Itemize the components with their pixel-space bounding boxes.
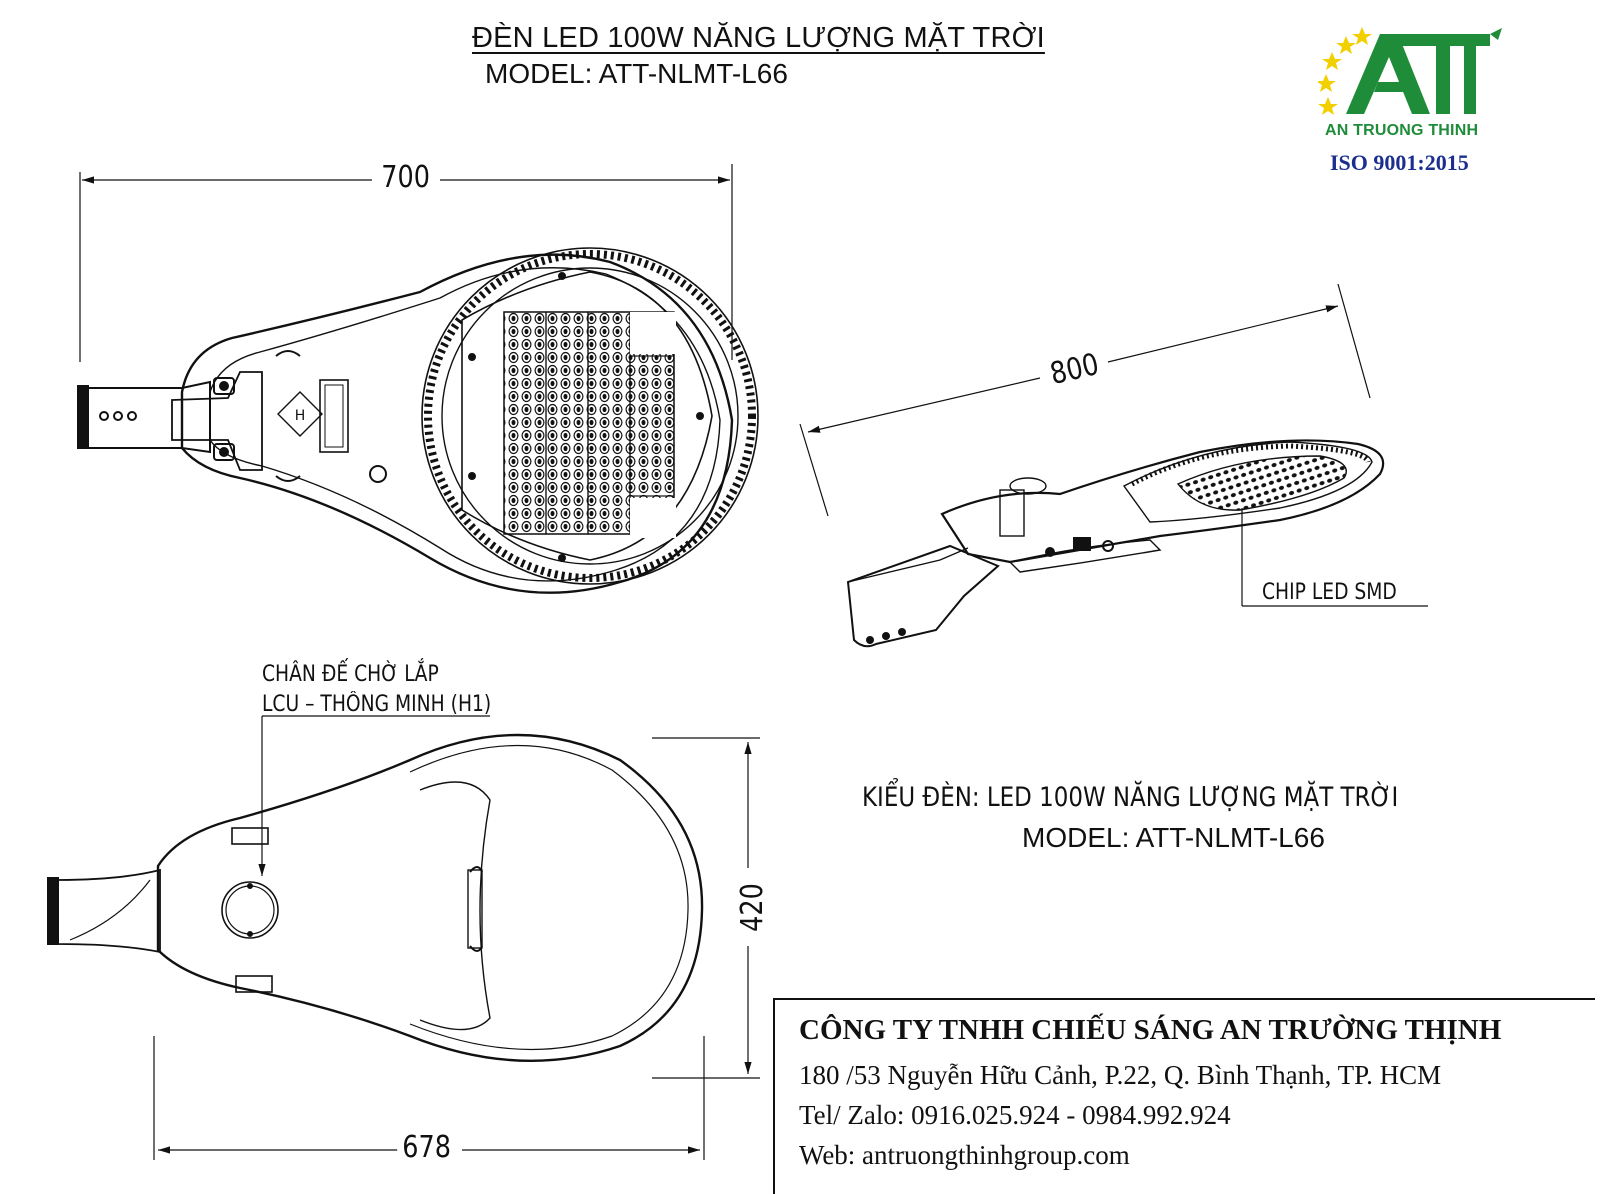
base-callout-line1: CHÂN ĐẾ CHỜ LẮP <box>262 662 439 687</box>
base-callout-line2: LCU – THÔNG MINH (H1) <box>262 692 492 717</box>
company-website: Web: antruongthinhgroup.com <box>799 1140 1130 1170</box>
iso-certification: ISO 9001:2015 <box>1330 150 1469 175</box>
att-logo-icon <box>1316 27 1502 115</box>
bottom-view <box>47 715 760 1160</box>
company-logo: AN TRUONG THINH ISO 9001:2015 <box>1316 22 1518 182</box>
dimension-height-420: 420 <box>735 878 771 937</box>
model-label-top: MODEL: ATT-NLMT-L66 <box>485 58 788 89</box>
logo-company-name: AN TRUONG THINH <box>1325 122 1479 139</box>
company-address: 180 /53 Nguyễn Hữu Cảnh, P.22, Q. Bình T… <box>799 1060 1442 1090</box>
dimension-width-678: 678 <box>397 1130 457 1165</box>
product-model-label: MODEL: ATT-NLMT-L66 <box>1022 822 1325 853</box>
drawing-title: ĐÈN LED 100W NĂNG LƯỢNG MẶT TRỜI <box>472 22 1045 54</box>
top-view: H <box>77 164 759 594</box>
chip-led-callout: CHIP LED SMD <box>1262 580 1397 605</box>
side-view <box>799 283 1428 648</box>
company-name: CÔNG TY TNHH CHIẾU SÁNG AN TRƯỜNG THỊNH <box>799 1014 1502 1046</box>
product-type-label: KIỂU ĐÈN: LED 100W NĂNG LƯỢNG MẶT TRỜI <box>862 782 1399 813</box>
dimension-width-700: 700 <box>376 160 436 195</box>
svg-text:H: H <box>295 408 306 424</box>
company-info-box: CÔNG TY TNHH CHIẾU SÁNG AN TRƯỜNG THỊNH … <box>773 998 1595 1194</box>
company-phone: Tel/ Zalo: 0916.025.924 - 0984.992.924 <box>799 1100 1231 1130</box>
